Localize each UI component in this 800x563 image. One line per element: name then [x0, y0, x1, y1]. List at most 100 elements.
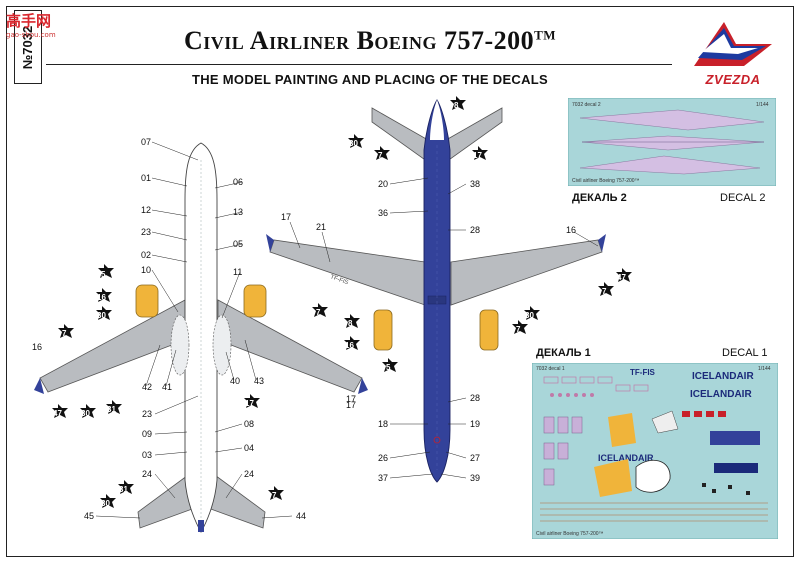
star-47-top: 47 — [53, 409, 62, 418]
label-02: 02 — [141, 250, 151, 260]
page-subtitle: THE MODEL PAINTING AND PLACING OF THE DE… — [191, 72, 549, 87]
label-13: 13 — [233, 207, 243, 217]
decal1-sheet-id: 7032 decal 1 — [536, 366, 565, 372]
decal-2-sheet: 7032 decal 2 1/144 Civil airliner Boeing… — [568, 98, 776, 186]
star-7-rightwing-icon — [312, 303, 328, 317]
label-39: 39 — [470, 473, 480, 483]
label-43: 43 — [254, 376, 264, 386]
label-36: 36 — [378, 208, 388, 218]
zvezda-logo-icon — [694, 22, 772, 66]
decal1-scale: 1/144 — [758, 366, 771, 372]
label-10: 10 — [141, 265, 151, 275]
star-17-stab: 17 — [473, 151, 482, 160]
star-5-bottom-icon — [382, 358, 398, 372]
label-08: 08 — [244, 419, 254, 429]
label-42: 42 — [142, 382, 152, 392]
decal1-brand-mid: ICELANDAIR — [690, 389, 752, 400]
decal-2-caption-en: DECAL 2 — [720, 192, 766, 204]
star-7-stab-icon — [374, 146, 390, 160]
label-23-rear: 23 — [142, 409, 152, 419]
star-30-tail-icon — [100, 494, 116, 508]
star-16-bottom: 16 — [345, 341, 354, 350]
title-tm: TM — [534, 27, 557, 43]
label-41: 41 — [162, 382, 172, 392]
decal1-registration: TF-FIS — [630, 368, 656, 377]
label-17-bottom: 17 — [346, 394, 356, 404]
star-31-wing: 31 — [107, 405, 116, 414]
star-31-tail: 31 — [119, 485, 128, 494]
label-04: 04 — [244, 443, 254, 453]
label-03: 03 — [142, 450, 152, 460]
star-7-rightwing: 7 — [316, 308, 321, 317]
decal-1-caption-ru: ДЕКАЛЬ 1 — [536, 347, 591, 359]
label-28-bottom: 28 — [470, 393, 480, 403]
label-21: 21 — [316, 222, 326, 232]
bottom-right-wing — [450, 239, 603, 306]
star-30-bottom-icon — [348, 134, 364, 148]
star-5-top: 5 — [101, 270, 106, 279]
label-07: 07 — [141, 137, 151, 147]
label-16-bottom: 16 — [566, 225, 576, 235]
star-17-top: 17 — [245, 399, 254, 408]
star-30-wing-icon — [80, 404, 96, 418]
star-7-engine-icon — [512, 320, 528, 334]
decal2-scale: 1/144 — [756, 102, 769, 108]
label-17-bottom-wing: 17 — [281, 212, 291, 222]
label-45: 45 — [84, 511, 94, 521]
label-28-top: 28 — [470, 225, 480, 235]
decal2-sheet-id: 7032 decal 2 — [572, 102, 601, 108]
star-31-tail-icon — [118, 480, 134, 494]
logo-text: ZVEZDA — [705, 72, 761, 87]
label-23-front: 23 — [141, 227, 151, 237]
label-44: 44 — [296, 511, 306, 521]
top-left-engine — [135, 284, 159, 318]
star-8-nose: 8 — [454, 101, 459, 110]
star-16-top-icon — [96, 288, 112, 302]
kit-number-tab: №7032 — [14, 10, 42, 84]
star-30-wing: 30 — [81, 409, 90, 418]
star-7-tail-icon — [268, 486, 284, 500]
label-01: 01 — [141, 173, 151, 183]
star-5-bottom: 5 — [386, 363, 391, 372]
label-16-top: 16 — [32, 342, 42, 352]
page-frame — [6, 6, 794, 557]
star-47-top-icon — [52, 404, 68, 418]
label-38: 38 — [470, 179, 480, 189]
label-05: 05 — [233, 239, 243, 249]
label-18: 18 — [378, 419, 388, 429]
star-16-top: 16 — [97, 293, 106, 302]
star-7-wingtip-icon — [598, 282, 614, 296]
decal1-brand-tail: ICELANDAIR — [598, 453, 654, 463]
star-17-top-icon — [244, 394, 260, 408]
label-24-left: 24 — [142, 469, 152, 479]
decal1-footer: Civil airliner Boeing 757-200™ — [536, 531, 604, 537]
label-17-top: 17 — [346, 400, 356, 410]
label-26: 26 — [378, 453, 388, 463]
watermark-sub: gao-shou.com — [6, 31, 56, 39]
star-30-tail: 30 — [101, 499, 110, 508]
star-7-tail: 7 — [272, 491, 277, 500]
star-7-engine: 7 — [516, 325, 521, 334]
label-09: 09 — [142, 429, 152, 439]
top-right-engine — [243, 284, 267, 318]
label-11: 11 — [233, 267, 242, 277]
bottom-left-wing — [269, 239, 426, 306]
label-37: 37 — [378, 473, 388, 483]
label-40: 40 — [230, 376, 240, 386]
decal-2-caption-ru: ДЕКАЛЬ 2 — [572, 192, 627, 204]
star-47-bottom: 47 — [617, 273, 626, 282]
page-title: Civil Airliner Boeing 757-200TM — [150, 26, 590, 56]
decal2-footer: Civil airliner Boeing 757-200™ — [572, 178, 640, 184]
star-47-bottom-icon — [616, 268, 632, 282]
bottom-right-engine — [479, 309, 499, 351]
star-30-top: 30 — [97, 311, 106, 320]
label-27: 27 — [470, 453, 480, 463]
star-7-leftwing-icon — [58, 324, 74, 338]
star-30-top-icon — [96, 306, 112, 320]
star-30-bottom: 30 — [349, 139, 358, 148]
label-06: 06 — [233, 177, 243, 187]
star-30-rightwing: 30 — [525, 311, 534, 320]
